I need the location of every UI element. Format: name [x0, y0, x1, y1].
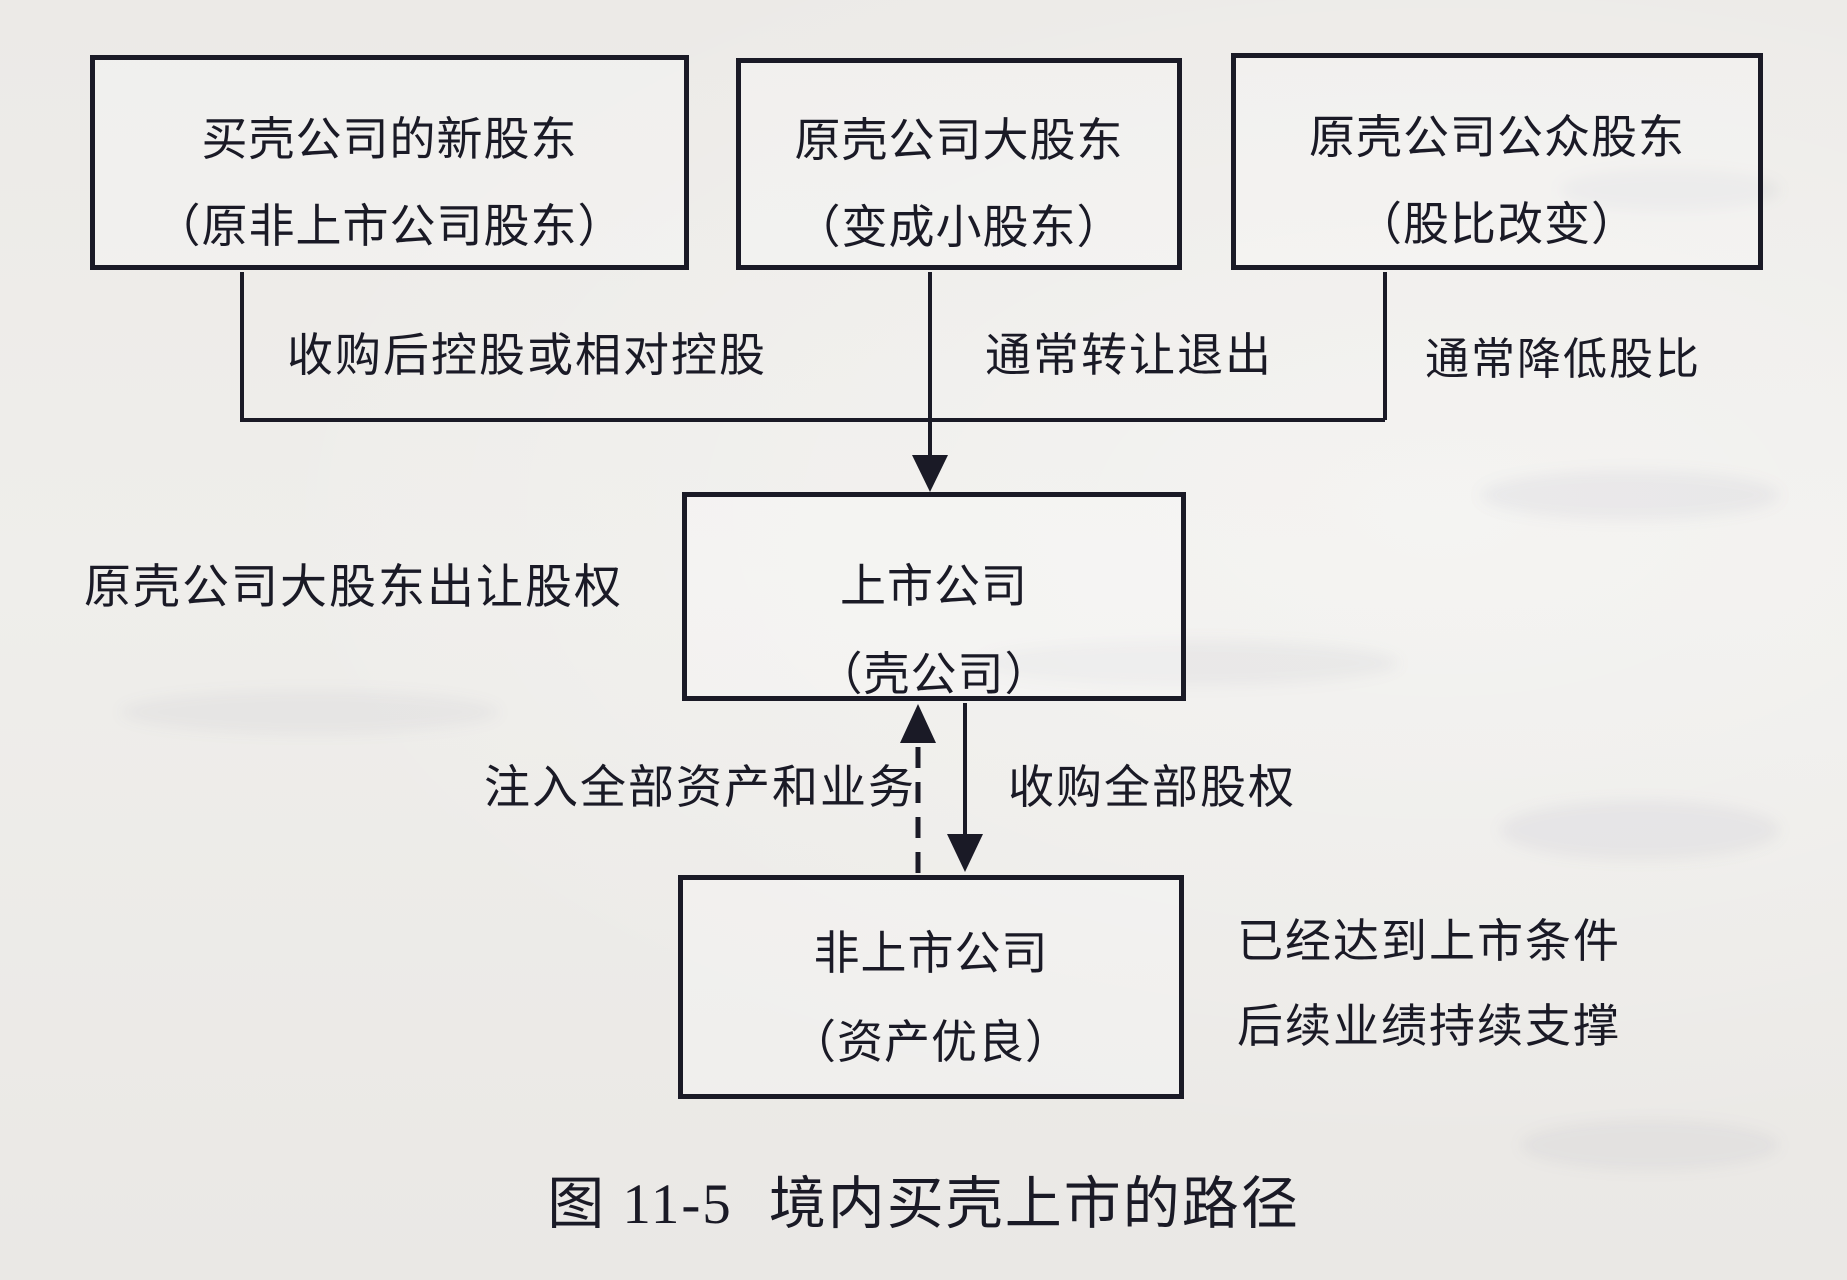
box-public-shareholders: 原壳公司公众股东 （股比改变） [1231, 53, 1763, 270]
box-new-shareholders: 买壳公司的新股东 （原非上市公司股东） [90, 55, 689, 270]
edge-label-acquire-equity: 收购全部股权 [1008, 762, 1296, 813]
box-new-shareholders-line1: 买壳公司的新股东 [201, 114, 578, 165]
edge-label-inject-assets: 注入全部资产和业务 [484, 762, 916, 813]
figure-caption-title: 境内买壳上市的路径 [768, 1173, 1300, 1236]
figure-caption: 图 11-5 境内买壳上市的路径 [0, 1158, 1847, 1240]
arrow-head-into-unlisted-company [947, 834, 983, 872]
box-listed-company-line2: （壳公司） [816, 649, 1052, 700]
box-unlisted-company-line2: （资产优良） [790, 1017, 1072, 1068]
edge-label-acquire-control: 收购后控股或相对控股 [287, 330, 767, 381]
box-public-shareholders-line1: 原壳公司公众股东 [1309, 112, 1685, 163]
box-listed-company-line1: 上市公司 [840, 561, 1028, 612]
box-unlisted-company-line1: 非上市公司 [813, 928, 1049, 979]
edge-label-sell-equity: 原壳公司大股东出让股权 [84, 562, 623, 614]
box-major-shareholder-line1: 原壳公司大股东 [794, 115, 1124, 166]
box-unlisted-company: 非上市公司 （资产优良） [678, 875, 1184, 1099]
edge-label-transfer-exit: 通常转让退出 [985, 330, 1273, 381]
arrow-head-into-listed-company-dashed [900, 704, 936, 743]
side-note-line2: 后续业绩持续支撑 [1237, 1001, 1621, 1052]
box-listed-company: 上市公司 （壳公司） [682, 492, 1186, 701]
box-public-shareholders-line2: （股比改变） [1356, 199, 1638, 250]
figure-caption-number: 图 11-5 [547, 1173, 733, 1236]
side-note-line1: 已经达到上市条件 [1237, 916, 1621, 967]
edge-label-reduce-ratio: 通常降低股比 [1425, 335, 1701, 384]
box-new-shareholders-line2: （原非上市公司股东） [154, 201, 625, 252]
box-major-shareholder: 原壳公司大股东 （变成小股东） [736, 58, 1182, 270]
box-major-shareholder-line2: （变成小股东） [794, 202, 1124, 253]
arrow-head-into-listed-company [912, 455, 948, 492]
